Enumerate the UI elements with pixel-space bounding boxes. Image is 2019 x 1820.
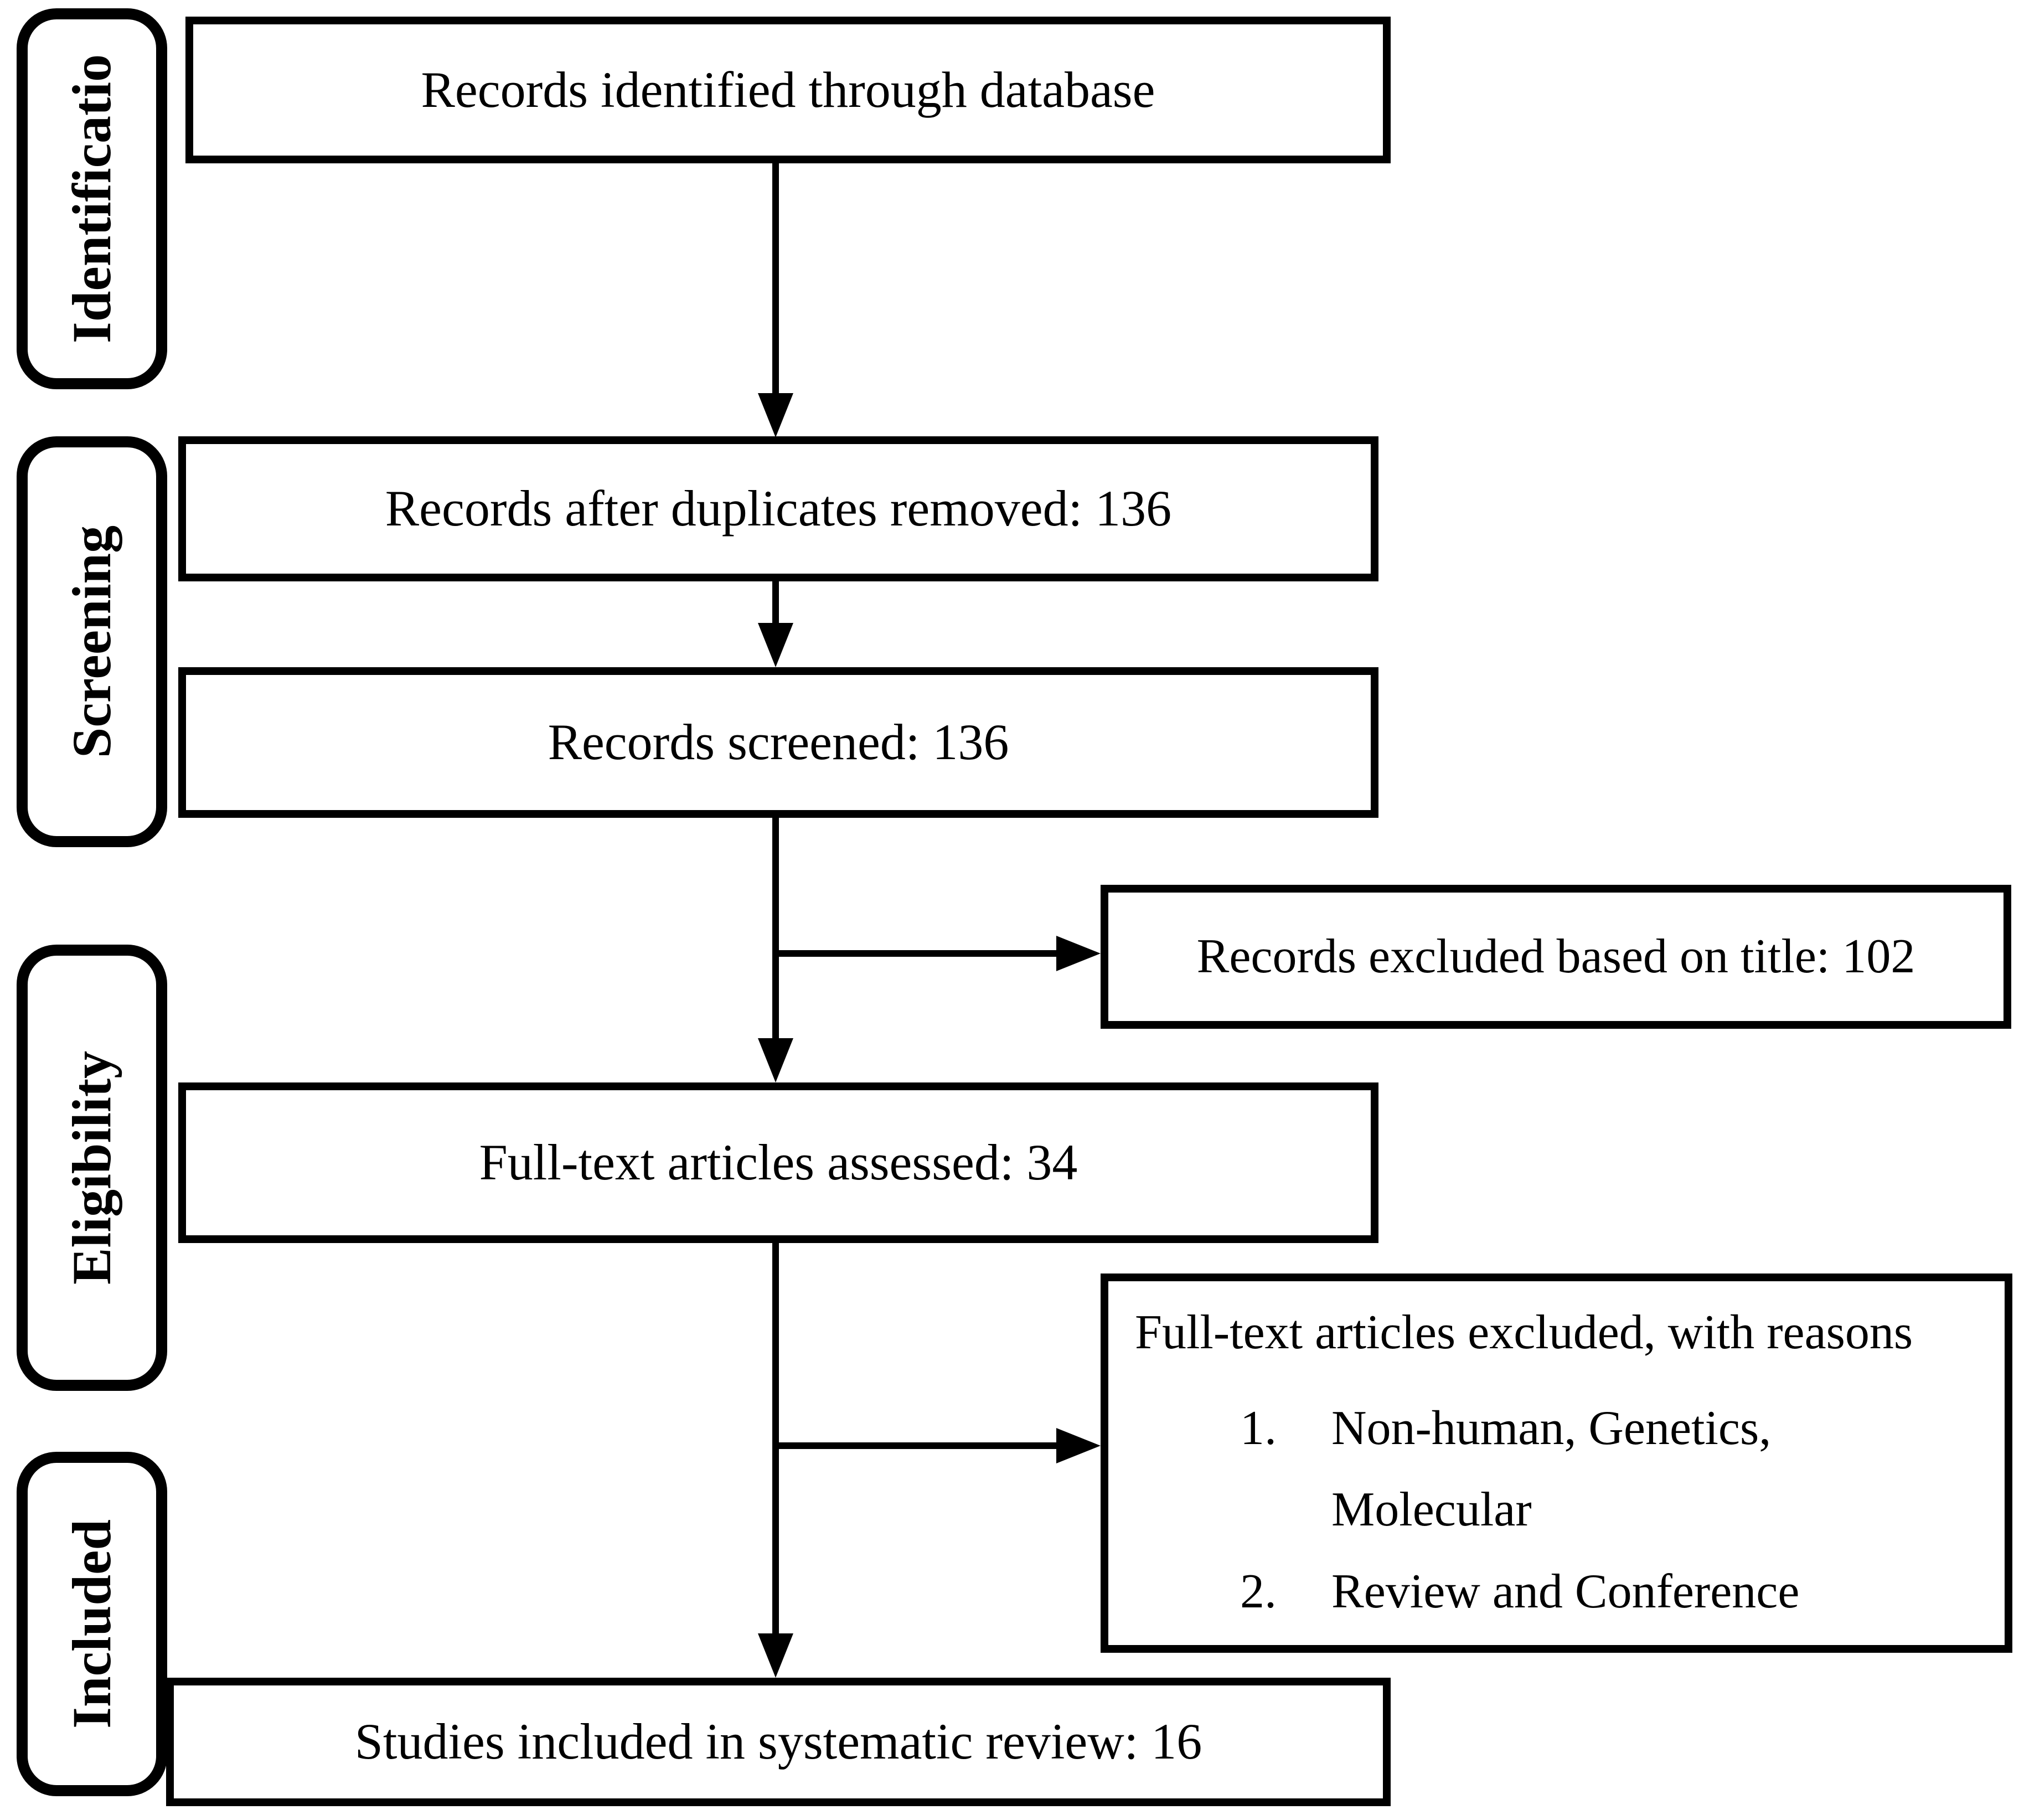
fulltext-assessed-text: Full-text articles assessed: 34 — [479, 1134, 1078, 1191]
fulltext-excluded-reason-list: 1. Non-human, Genetics, Molecular 2. Rev… — [1135, 1400, 1989, 1620]
fulltext-excluded-title: Full-text articles excluded, with reason… — [1135, 1306, 1913, 1359]
arrowhead-down-4-icon — [758, 1633, 793, 1678]
reason-1-line-2: Molecular — [1331, 1483, 1532, 1537]
records-screened-box: Records screened: 136 — [178, 667, 1378, 818]
arrowhead-down-3-icon — [758, 1038, 793, 1082]
connector-identified-to-duplicates — [772, 162, 779, 396]
records-after-duplicates-box: Records after duplicates removed: 136 — [178, 436, 1378, 581]
fulltext-assessed-box: Full-text articles assessed: 34 — [178, 1082, 1378, 1243]
records-after-duplicates-text: Records after duplicates removed: 136 — [385, 480, 1172, 537]
reason-1-number-spacer — [1240, 1482, 1331, 1538]
connector-duplicates-to-screened — [772, 580, 779, 626]
stage-box-included: Included — [17, 1452, 167, 1796]
arrowhead-down-2-icon — [758, 623, 793, 667]
arrowhead-right-1-icon — [1056, 936, 1101, 971]
studies-included-text: Studies included in systematic review: 1… — [354, 1713, 1202, 1770]
studies-included-box: Studies included in systematic review: 1… — [166, 1678, 1391, 1806]
connector-assessed-to-fulltext-excluded — [776, 1442, 1058, 1449]
stage-label-eligibility: Eligibility — [61, 1050, 123, 1285]
connector-assessed-to-included — [772, 1242, 779, 1636]
stage-label-screening: Screening — [61, 525, 122, 759]
reason-2-number: 2. — [1240, 1564, 1277, 1618]
reason-1-number: 1. — [1240, 1401, 1277, 1456]
reason-1-line-1: Non-human, Genetics, — [1331, 1401, 1772, 1456]
records-excluded-box: Records excluded based on title: 102 — [1101, 885, 2011, 1029]
fulltext-excluded-box: Full-text articles excluded, with reason… — [1101, 1274, 2012, 1653]
records-screened-text: Records screened: 136 — [548, 714, 1009, 771]
stage-box-identification: Identificatio — [17, 8, 167, 389]
connector-screened-to-excluded — [776, 950, 1058, 957]
arrowhead-down-1-icon — [758, 393, 793, 437]
arrowhead-right-2-icon — [1056, 1428, 1101, 1463]
stage-label-included: Included — [61, 1519, 122, 1729]
records-identified-text: Records identified through database — [421, 61, 1155, 118]
stage-box-screening: Screening — [17, 436, 167, 847]
stage-box-eligibility: Eligibility — [17, 945, 167, 1391]
reason-item-1: 1. Non-human, Genetics, — [1240, 1400, 1989, 1456]
records-identified-box: Records identified through database — [185, 17, 1391, 163]
records-excluded-text: Records excluded based on title: 102 — [1196, 930, 1915, 984]
connector-screened-to-assessed — [772, 817, 779, 1041]
reason-2-line-1: Review and Conference — [1331, 1564, 1800, 1618]
reason-item-1-continued: Molecular — [1240, 1482, 1989, 1538]
reason-item-2: 2. Review and Conference — [1240, 1564, 1989, 1620]
stage-label-identification: Identificatio — [61, 54, 123, 344]
